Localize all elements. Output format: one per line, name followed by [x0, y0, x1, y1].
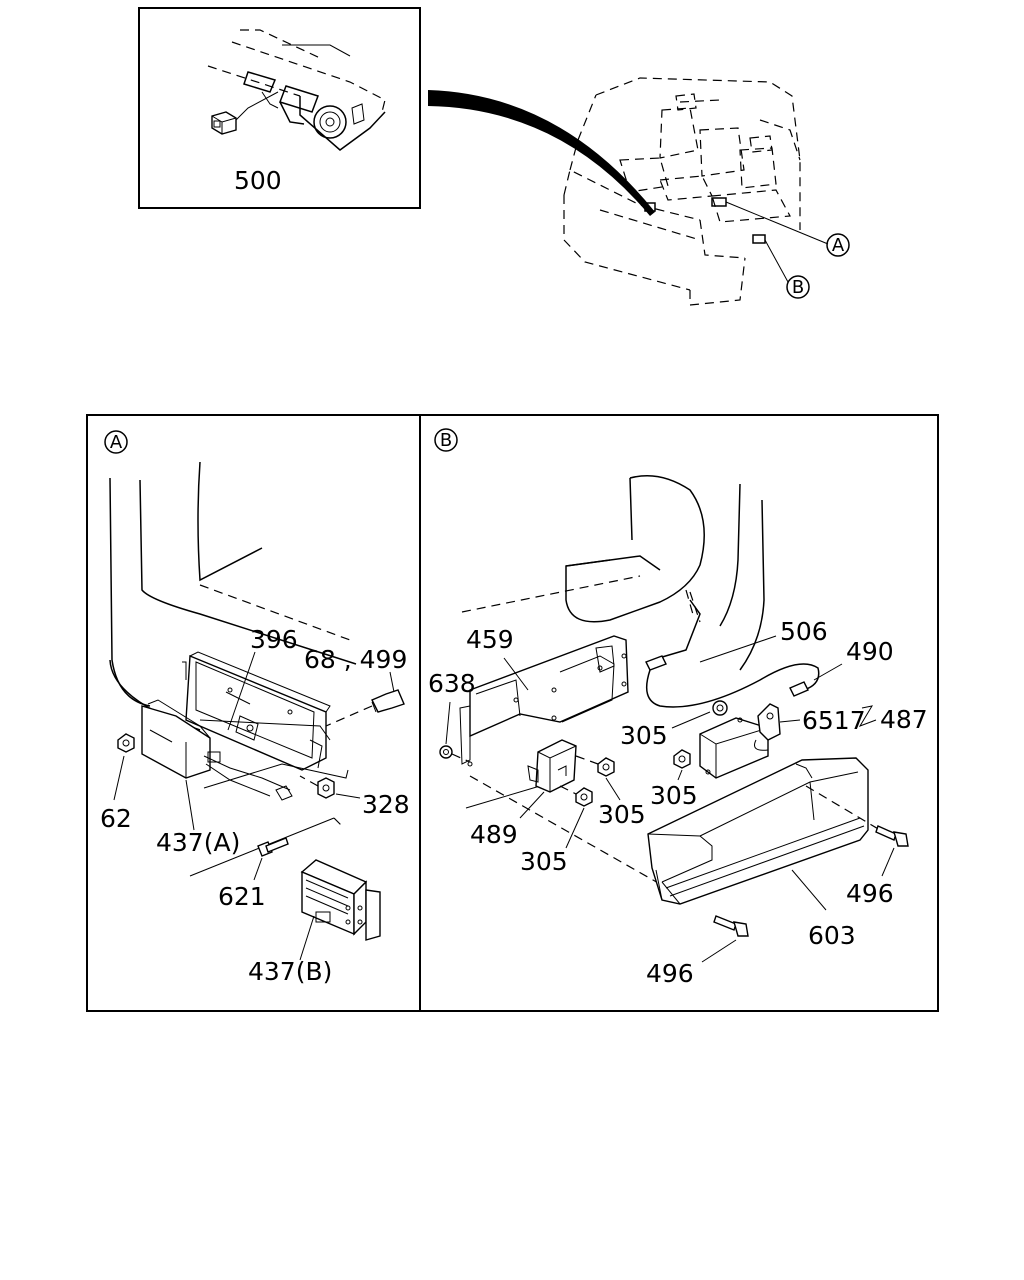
leader-603 — [791, 869, 827, 911]
nut-638 — [439, 745, 453, 759]
label-621: 621 — [218, 882, 266, 911]
panel-a-header: A — [104, 430, 128, 454]
leader-62 — [113, 755, 125, 801]
label-496-bottom: 496 — [646, 959, 694, 988]
nut-305-bottom — [575, 787, 593, 807]
dashboard-drawing — [207, 29, 386, 151]
leader-305-bottom — [565, 807, 585, 849]
svg-text:B: B — [440, 430, 452, 451]
label-305-bottom: 305 — [520, 847, 568, 876]
label-459: 459 — [466, 625, 514, 654]
panel-a: A 396 68 , 499 — [100, 430, 410, 986]
harness-506-490 — [645, 599, 820, 708]
bracket-396 — [182, 651, 331, 771]
label-328: 328 — [362, 790, 410, 819]
label-506: 506 — [780, 617, 828, 646]
bracket-6517-487 — [858, 705, 877, 727]
panel-b: B 459 — [428, 428, 928, 988]
label-437b: 437(B) — [248, 957, 332, 986]
switch-location-marker — [644, 202, 656, 212]
label-396: 396 — [250, 625, 298, 654]
seat-outline-b — [461, 475, 765, 671]
label-490: 490 — [846, 637, 894, 666]
nut-305-mid — [673, 749, 691, 769]
wire-guide — [203, 763, 349, 789]
cab-overview — [563, 77, 829, 306]
leader-506 — [699, 635, 777, 663]
switch-500 — [211, 91, 279, 135]
leader-437a — [185, 779, 195, 831]
bracket-459 — [459, 635, 629, 767]
leader-489 — [519, 791, 545, 819]
svg-text:B: B — [792, 277, 804, 298]
leader-305-mid — [677, 769, 683, 781]
label-305-mid: 305 — [650, 781, 698, 810]
label-305-top: 305 — [620, 721, 668, 750]
label-638: 638 — [428, 669, 476, 698]
leader-328 — [335, 793, 361, 799]
relay-437b — [300, 859, 381, 941]
leader-6517 — [779, 719, 801, 723]
label-487: 487 — [880, 705, 928, 734]
leader-621 — [253, 857, 263, 881]
module-487 — [699, 703, 781, 779]
nut-305-right — [597, 757, 615, 777]
relay-489 — [527, 739, 577, 793]
leader-305-top — [671, 711, 711, 729]
label-500: 500 — [234, 166, 282, 195]
callout-a: A — [826, 233, 850, 257]
label-305-right: 305 — [598, 800, 646, 829]
location-marker-b — [752, 234, 766, 244]
svg-text:A: A — [832, 235, 845, 256]
cover-603 — [647, 757, 869, 905]
screw-496-bottom — [713, 915, 749, 937]
label-6517: 6517 — [802, 706, 866, 735]
leader-305-right — [605, 777, 621, 801]
leader-496-right — [881, 847, 895, 877]
label-496-right: 496 — [846, 879, 894, 908]
label-437a: 437(A) — [156, 828, 240, 857]
label-489: 489 — [470, 820, 518, 849]
bolt-621 — [257, 837, 289, 857]
detail-frame — [86, 414, 939, 1012]
nut-62 — [117, 733, 135, 753]
pointer-arrow — [428, 90, 655, 216]
inset-frame — [138, 7, 421, 209]
screw-496-right — [875, 825, 909, 847]
label-68-499: 68 , 499 — [304, 645, 407, 674]
panel-b-header: B — [434, 428, 458, 452]
svg-text:A: A — [110, 432, 123, 453]
leader-437b — [299, 915, 315, 961]
relay-437a — [141, 699, 293, 801]
nut-305-top — [712, 700, 728, 716]
seats — [619, 93, 791, 223]
label-62: 62 — [100, 804, 132, 833]
callout-b: B — [786, 275, 810, 299]
leader-638 — [445, 701, 451, 745]
leader-490 — [813, 663, 843, 681]
leader-68-499 — [389, 671, 395, 693]
bolt-68-499 — [371, 689, 405, 713]
leader-459 — [503, 657, 529, 691]
leader-496-bottom — [701, 939, 737, 963]
leader-396 — [227, 651, 256, 731]
inset-dashboard-view: 500 — [138, 7, 421, 209]
nut-328 — [317, 777, 335, 799]
label-603: 603 — [808, 921, 856, 950]
